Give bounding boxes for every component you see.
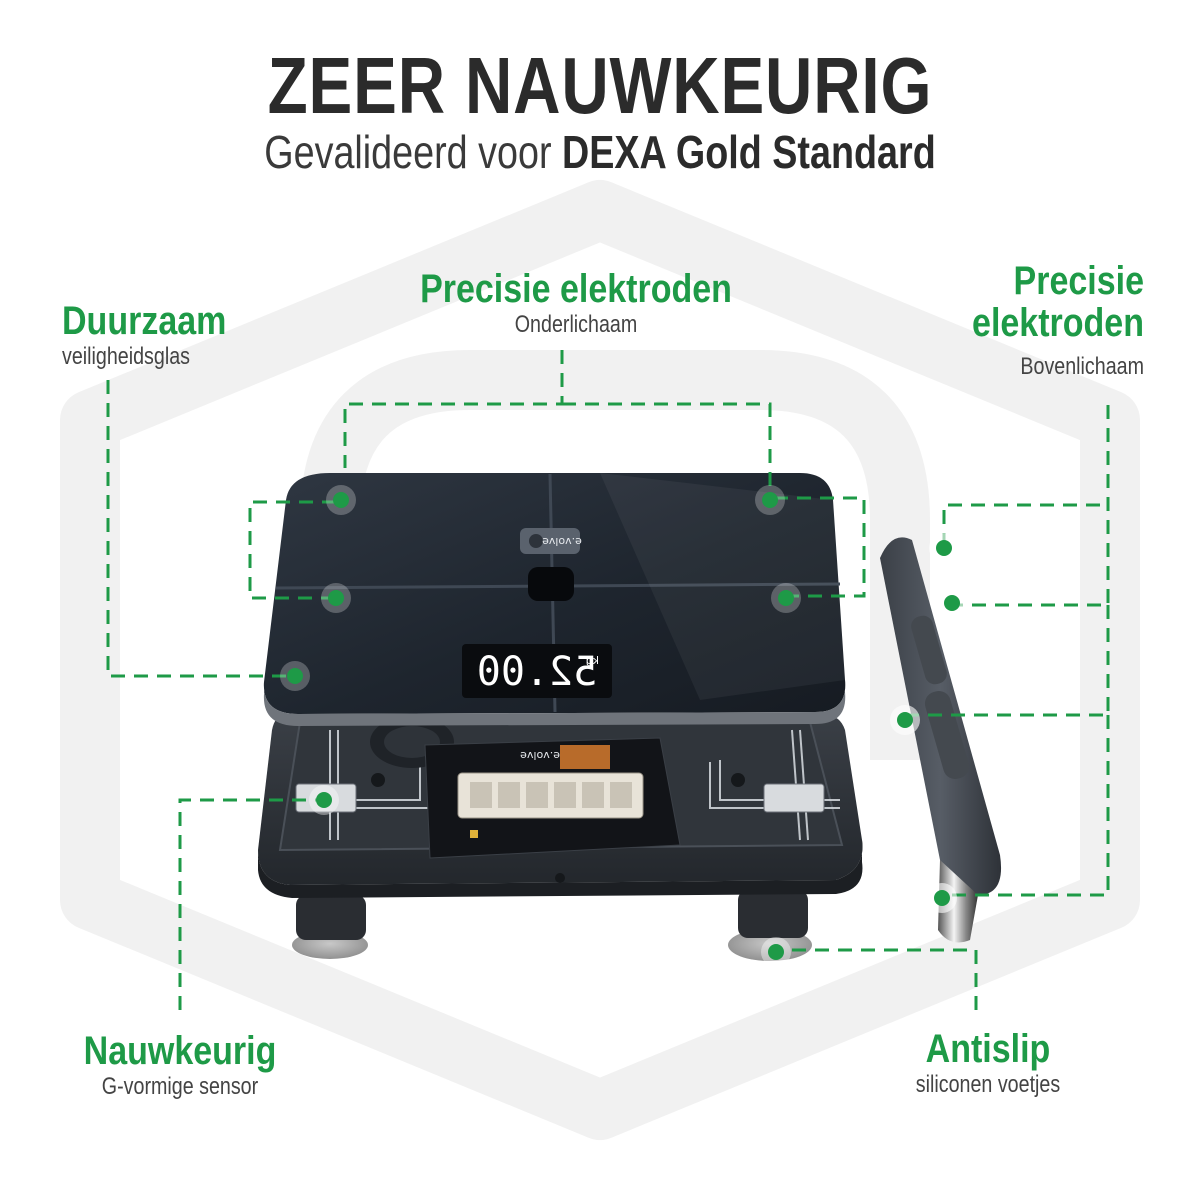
callout-subtitle: Bovenlichaam <box>1020 353 1144 380</box>
callout-antislip-feet: Antislip siliconen voetjes <box>858 1028 1118 1100</box>
page-subtitle: Gevalideerd voor DEXA Gold Standard <box>108 124 1092 180</box>
marker-dot <box>755 485 785 515</box>
marker-dot <box>929 533 959 563</box>
callout-title: Precisie elektroden <box>420 267 732 311</box>
callout-subtitle: siliconen voetjes <box>915 1071 1061 1098</box>
marker-dot <box>937 588 967 618</box>
callout-title: Duurzaam <box>62 299 227 343</box>
callout-subtitle: Onderlichaam <box>514 311 638 338</box>
brand-label-board: e.volve <box>520 749 560 762</box>
subtitle-prefix: Gevalideerd voor <box>264 126 552 178</box>
callout-upper-body-electrodes: Precisie elektroden Bovenlichaam <box>900 260 1144 382</box>
marker-dot <box>771 583 801 613</box>
callout-durable-glass: Duurzaam veiligheidsglas <box>62 300 322 372</box>
callout-subtitle: veiligheidsglas <box>62 343 190 370</box>
callout-title-line2: elektroden <box>972 301 1144 345</box>
marker-dot <box>761 937 791 967</box>
display-reading: 52.00 <box>477 649 597 695</box>
marker-dot <box>309 785 339 815</box>
scale-glass-top <box>263 473 846 726</box>
marker-dot <box>326 485 356 515</box>
callout-title: Antislip <box>925 1027 1051 1071</box>
display-unit: kg <box>586 654 599 667</box>
marker-dot <box>321 583 351 613</box>
subtitle-bold: DEXA Gold Standard <box>561 126 936 178</box>
marker-dot <box>890 705 920 735</box>
callout-title-line1: Precisie <box>1013 259 1144 303</box>
marker-dot <box>280 661 310 691</box>
callout-subtitle: G-vormige sensor <box>101 1073 259 1100</box>
callout-g-sensor: Nauwkeurig G-vormige sensor <box>40 1030 320 1102</box>
callout-title: Nauwkeurig <box>83 1029 277 1073</box>
marker-dot <box>927 883 957 913</box>
electrode-markers <box>280 485 967 967</box>
brand-label-top: e.volve <box>542 535 582 548</box>
circuit-board <box>424 737 681 859</box>
callout-lower-body-electrodes: Precisie elektroden Onderlichaam <box>376 268 776 340</box>
leader-lines <box>106 350 1110 1010</box>
page-title: ZEER NAUWKEURIG <box>267 41 933 130</box>
